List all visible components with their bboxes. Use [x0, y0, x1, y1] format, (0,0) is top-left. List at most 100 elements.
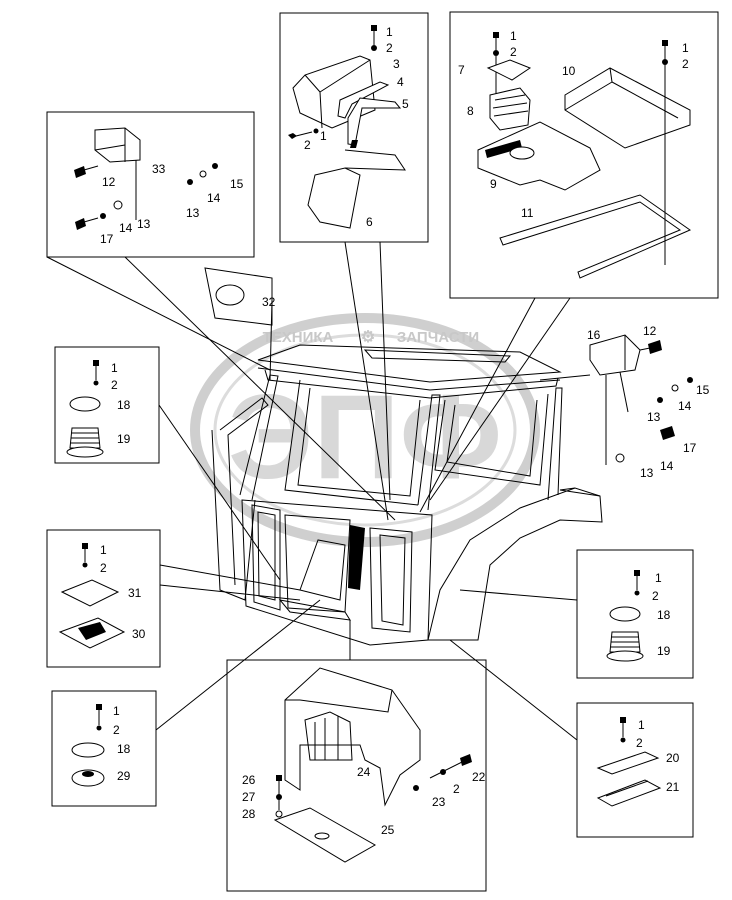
mirror-part — [204, 267, 273, 326]
callout-label: 2 — [682, 57, 689, 71]
callout-label: 2 — [636, 736, 643, 750]
callout-label: 7 — [458, 63, 465, 77]
callout-label: 25 — [381, 823, 395, 837]
cab-body — [211, 344, 603, 646]
panel-left-b-frame — [46, 529, 161, 668]
callout-label: 19 — [657, 644, 671, 658]
callout-label: 27 — [242, 790, 256, 804]
callout-label: 5 — [402, 97, 409, 111]
callout-labels-upper-left: 33 12 15 14 13 17 14 13 — [100, 162, 244, 246]
panel-right-b-parts — [596, 717, 662, 807]
callout-label: 32 — [262, 295, 276, 309]
panel-left-a-parts — [66, 360, 104, 458]
callout-label: 18 — [117, 742, 131, 756]
callout-label: 21 — [666, 780, 680, 794]
callout-label: 14 — [207, 191, 221, 205]
callout-label: 1 — [100, 543, 107, 557]
callout-label: 1 — [320, 129, 327, 143]
seal-part-4-icon — [337, 81, 390, 119]
callout-label: 15 — [230, 177, 244, 191]
mirror-bracket-part-33-icon — [94, 127, 141, 163]
callout-label: 12 — [643, 324, 657, 338]
watermark-text-left: ТЕХНИКА — [263, 329, 334, 346]
cover-part-9-icon — [477, 121, 601, 191]
panel-left-b-parts — [58, 543, 126, 649]
panel-top-right-frame — [449, 11, 719, 299]
callout-label: 13 — [640, 466, 654, 480]
callout-label: 2 — [453, 782, 460, 796]
callout-label: 26 — [242, 773, 256, 787]
callout-label: 13 — [137, 217, 151, 231]
watermark-logo-text: ЭПФ — [228, 370, 502, 504]
callout-label: 20 — [666, 751, 680, 765]
callout-label: 12 — [102, 175, 116, 189]
callout-label: 11 — [521, 206, 534, 220]
callout-label: 28 — [242, 807, 256, 821]
callout-label: 33 — [152, 162, 166, 176]
panel-right-a-frame — [576, 549, 694, 679]
watermark-gear-icon: ⚙ — [361, 329, 375, 346]
callout-label: 8 — [467, 104, 474, 118]
callout-label: 1 — [111, 361, 118, 375]
bracket-part-6-icon — [307, 167, 361, 229]
callout-label: 2 — [652, 589, 659, 603]
boot-part-8-icon — [489, 87, 531, 131]
callout-label: 18 — [657, 608, 671, 622]
callout-label: 6 — [366, 215, 373, 229]
callout-label: 17 — [100, 232, 114, 246]
panel-top-right-parts — [477, 32, 692, 279]
panel-right-mid-parts — [589, 334, 693, 465]
callout-label: 10 — [562, 64, 576, 78]
panel-upper-left-frame — [46, 111, 255, 258]
callout-label: 4 — [397, 75, 404, 89]
callout-label: 15 — [696, 383, 710, 397]
callout-label: 2 — [386, 41, 393, 55]
panel-left-c-parts — [71, 704, 105, 787]
callout-label: 23 — [432, 795, 446, 809]
callout-labels-left-a: 1 2 18 19 — [111, 361, 131, 446]
callout-label: 16 — [587, 328, 601, 342]
callout-label: 2 — [111, 378, 118, 392]
callout-labels-bottom: 26 27 28 24 22 2 23 25 — [242, 765, 486, 837]
callout-label: 19 — [117, 432, 131, 446]
callout-label: 1 — [386, 25, 393, 39]
callout-label: 1 — [510, 29, 517, 43]
callout-labels-right-b: 1 2 20 21 — [636, 718, 680, 794]
bolt-icon — [371, 25, 377, 31]
panel-bottom-parts — [273, 667, 472, 863]
callout-label: 1 — [655, 571, 662, 585]
callout-label: 9 — [490, 177, 497, 191]
panel-right-b-frame — [576, 702, 694, 838]
callout-label: 3 — [393, 57, 400, 71]
callout-label: 17 — [683, 441, 697, 455]
watermark-logo: ЭПФ ТЕХНИКА ⚙ ЗАПЧАСТИ — [190, 313, 540, 547]
panel-bottom-frame — [226, 659, 487, 892]
callout-labels-top-center: 1 2 3 4 5 2 1 6 — [304, 25, 409, 229]
callout-label: 1 — [113, 704, 120, 718]
callout-label: 14 — [660, 459, 674, 473]
callout-label: 2 — [510, 45, 517, 59]
panel-upper-left-parts — [74, 127, 218, 230]
callout-label: 2 — [304, 138, 311, 152]
callout-labels-left-c: 1 2 18 29 — [113, 704, 131, 783]
panel-left-c-frame — [51, 690, 157, 807]
callout-label: 2 — [100, 561, 107, 575]
callout-label: 13 — [186, 206, 200, 220]
callout-label: 24 — [357, 765, 371, 779]
callout-label: 14 — [678, 399, 692, 413]
callout-label: 1 — [682, 41, 689, 55]
console-part-24-icon — [284, 667, 421, 807]
panel-top-center-parts — [288, 25, 406, 229]
panel-top-center-frame — [279, 12, 429, 243]
callout-label: 30 — [132, 627, 146, 641]
callout-label: 22 — [472, 770, 486, 784]
seal-part-11-icon — [499, 194, 692, 279]
cover-part-10-icon — [564, 67, 691, 149]
callout-label: 1 — [638, 718, 645, 732]
callout-label: 29 — [117, 769, 131, 783]
watermark-text-right: ЗАПЧАСТИ — [397, 329, 479, 346]
callout-label: 2 — [113, 723, 120, 737]
callout-labels-mirror: 32 — [262, 295, 276, 309]
callout-label: 31 — [128, 586, 142, 600]
gasket-part-7-icon — [486, 59, 532, 81]
